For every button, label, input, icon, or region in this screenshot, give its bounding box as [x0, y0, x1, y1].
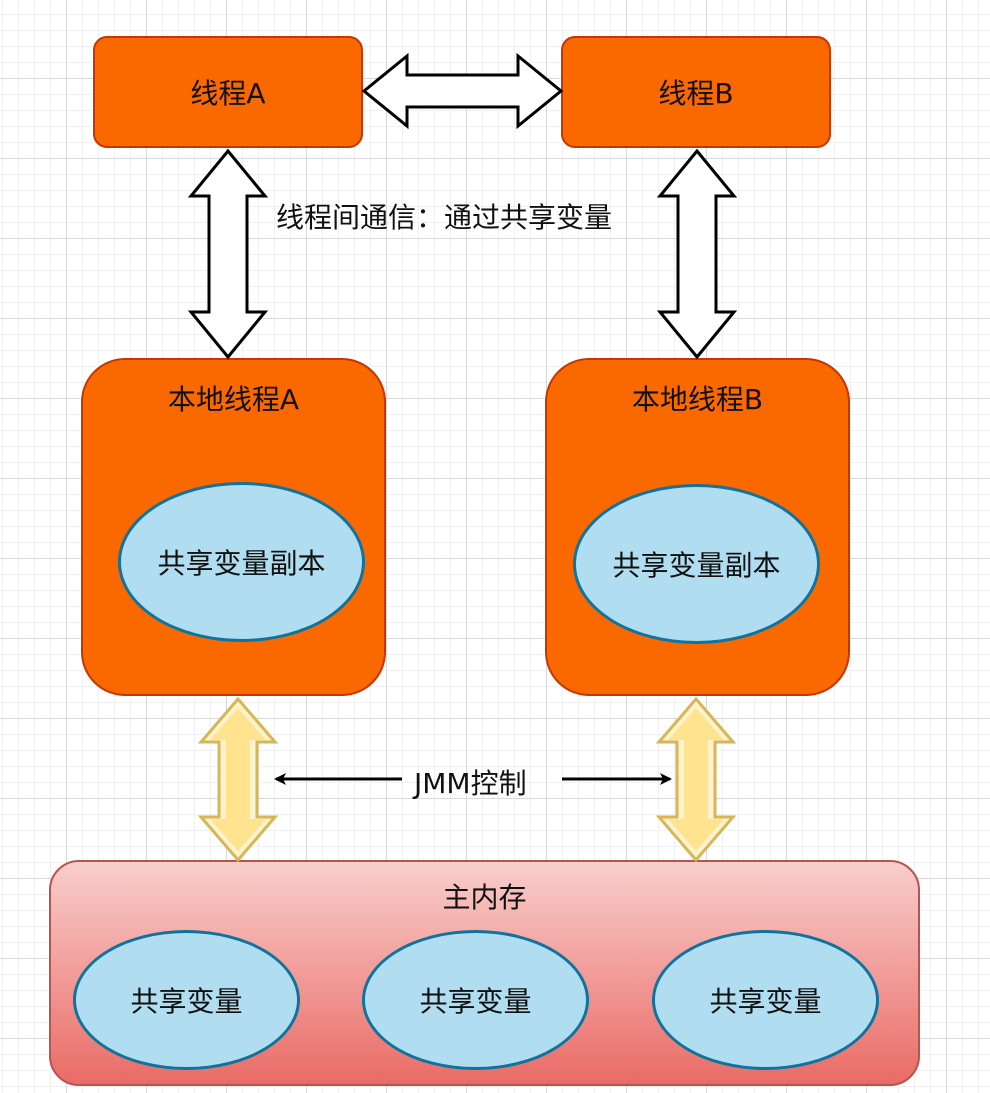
main-memory-title: 主内存	[442, 881, 527, 914]
local-b-main-yellow-arrow-shade	[668, 708, 724, 851]
thread-b-box[interactable]: 线程B	[561, 36, 831, 148]
thread-a-b-double-arrow	[361, 52, 564, 130]
jmm-label: JMM控制	[414, 767, 527, 800]
shared-variable-copy-b[interactable]: 共享变量副本	[573, 484, 820, 644]
shared-variable-copy-a-label: 共享变量副本	[157, 547, 326, 580]
local-thread-b-box[interactable]: 本地线程B 共享变量副本	[545, 358, 850, 696]
thread-a-local-double-arrow	[187, 148, 269, 360]
local-thread-a-title: 本地线程A	[167, 383, 300, 416]
shared-variable-copy-a[interactable]: 共享变量副本	[118, 482, 365, 642]
shared-variable-copy-b-label: 共享变量副本	[612, 549, 781, 582]
shared-variable-2[interactable]: 共享变量	[362, 930, 589, 1070]
shared-variable-3-label: 共享变量	[709, 985, 822, 1018]
shared-variable-1-label: 共享变量	[130, 985, 243, 1018]
shared-variable-1[interactable]: 共享变量	[73, 930, 300, 1070]
shared-variable-2-label: 共享变量	[419, 985, 532, 1018]
local-a-main-yellow-arrow-shade	[210, 708, 266, 851]
thread-a-label: 线程A	[190, 77, 266, 110]
communication-label: 线程间通信：通过共享变量	[276, 201, 613, 234]
local-thread-a-box[interactable]: 本地线程A 共享变量副本	[81, 358, 386, 696]
thread-a-box[interactable]: 线程A	[93, 36, 363, 148]
local-thread-b-title: 本地线程B	[631, 383, 764, 416]
thread-b-label: 线程B	[658, 77, 734, 110]
shared-variable-3[interactable]: 共享变量	[652, 930, 879, 1070]
thread-b-local-double-arrow	[656, 148, 738, 360]
main-memory-box[interactable]: 主内存 共享变量 共享变量 共享变量	[49, 860, 920, 1086]
